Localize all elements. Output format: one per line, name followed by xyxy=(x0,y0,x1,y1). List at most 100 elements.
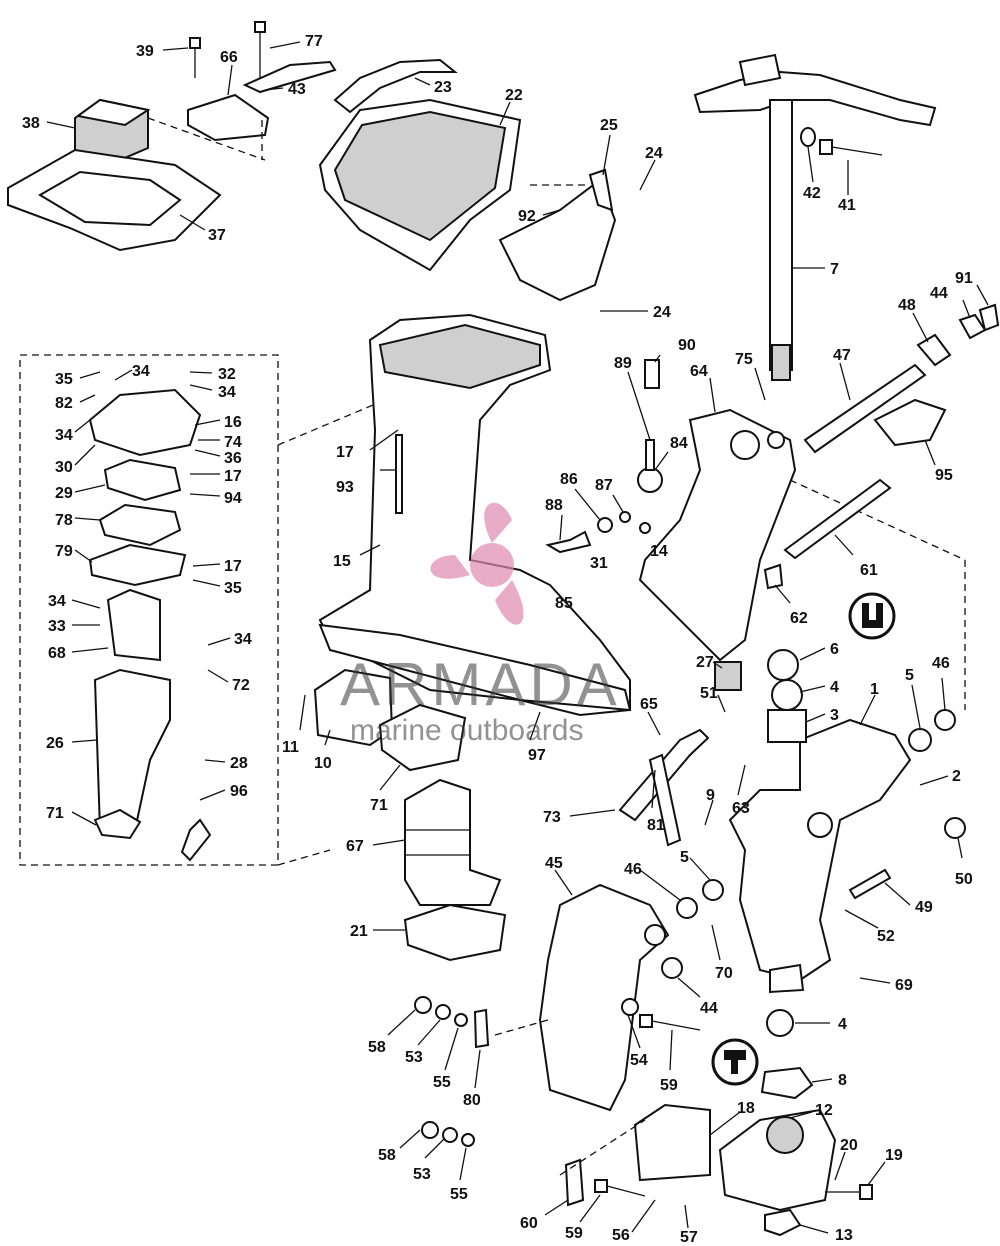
callout-27: 27 xyxy=(696,654,714,671)
gasket-21 xyxy=(403,903,507,962)
callout-34-b: 34 xyxy=(218,384,236,401)
callout-63: 63 xyxy=(732,800,750,817)
watermark-tagline: marine outboards xyxy=(350,714,583,747)
callout-52: 52 xyxy=(877,928,895,945)
callout-3: 3 xyxy=(830,707,839,724)
callout-88: 88 xyxy=(545,497,563,514)
callout-20: 20 xyxy=(840,1137,858,1154)
tube-67 xyxy=(404,778,502,906)
callout-96: 96 xyxy=(230,783,248,800)
spring-86 xyxy=(597,517,613,533)
callout-80: 80 xyxy=(463,1092,481,1109)
callout-24-bottom: 24 xyxy=(653,304,671,321)
washer-46 xyxy=(934,709,956,731)
callout-55-b: 55 xyxy=(450,1186,468,1203)
callout-labels: 39 66 77 43 38 37 23 22 25 24 92 24 42 4… xyxy=(22,33,973,1246)
strip-23 xyxy=(333,58,458,114)
callout-30: 30 xyxy=(55,459,73,476)
watermark: ARMADA marine outboards xyxy=(340,502,621,747)
bolt-59-upper xyxy=(639,1014,701,1031)
callout-72: 72 xyxy=(232,677,250,694)
callout-68: 68 xyxy=(48,645,66,662)
callout-15: 15 xyxy=(333,553,351,570)
hose-96 xyxy=(180,818,212,862)
bolt-19 xyxy=(825,1184,873,1200)
leader-lines xyxy=(46,41,989,1234)
bolts-top-left xyxy=(189,21,337,94)
bushing-5 xyxy=(908,728,932,752)
tilt-tube-47 xyxy=(803,303,1000,454)
nut-13 xyxy=(764,1208,802,1237)
callout-87: 87 xyxy=(595,477,613,494)
callout-65: 65 xyxy=(640,696,658,713)
callout-59-a: 59 xyxy=(660,1077,678,1094)
callout-69: 69 xyxy=(895,977,913,994)
sleeve-3 xyxy=(767,709,807,743)
callout-4-lower: 4 xyxy=(838,1016,847,1033)
callout-70: 70 xyxy=(715,965,733,982)
callout-95: 95 xyxy=(935,467,953,484)
callout-60: 60 xyxy=(520,1215,538,1232)
callout-89: 89 xyxy=(614,355,632,372)
callout-11: 11 xyxy=(282,739,299,756)
callout-31: 31 xyxy=(590,555,608,572)
plate-78 xyxy=(98,503,182,547)
callout-34-e: 34 xyxy=(234,631,252,648)
callout-7: 7 xyxy=(830,261,839,278)
bracket-95 xyxy=(873,398,947,447)
callout-44-top: 44 xyxy=(930,285,948,302)
callout-1: 1 xyxy=(870,681,879,698)
callout-53-a: 53 xyxy=(405,1049,423,1066)
callout-94: 94 xyxy=(224,490,242,507)
gasket-71 xyxy=(378,703,467,772)
callout-46: 46 xyxy=(932,655,950,672)
callout-46-lower: 46 xyxy=(624,861,642,878)
swivel-bracket-1 xyxy=(728,718,912,994)
tube-68 xyxy=(106,588,161,662)
callout-75: 75 xyxy=(735,351,753,368)
callout-50: 50 xyxy=(955,871,973,888)
callout-41: 41 xyxy=(838,197,856,214)
callout-4: 4 xyxy=(830,679,839,696)
callout-93: 93 xyxy=(336,479,354,496)
callout-5: 5 xyxy=(905,667,914,684)
watermark-brand: ARMADA xyxy=(340,651,621,718)
washer-6 xyxy=(767,649,799,681)
callout-23: 23 xyxy=(434,79,452,96)
gasket-71-inset xyxy=(93,808,142,840)
plate-60 xyxy=(564,1158,585,1207)
exhaust-housing-15 xyxy=(318,313,632,717)
plate-29 xyxy=(103,458,182,502)
callout-57: 57 xyxy=(680,1229,698,1246)
callout-61: 61 xyxy=(860,562,878,579)
pin-49 xyxy=(848,868,892,900)
callout-71: 71 xyxy=(370,797,388,814)
pack-38 xyxy=(74,98,151,162)
callout-56: 56 xyxy=(612,1227,630,1244)
stern-bracket-45 xyxy=(538,883,670,1112)
callout-92: 92 xyxy=(518,208,536,225)
valve-84 xyxy=(637,439,663,493)
adapter-30 xyxy=(88,388,202,457)
washer-54 xyxy=(621,998,639,1016)
lower-cowl-22 xyxy=(318,98,522,272)
callout-51: 51 xyxy=(700,685,718,702)
callout-22: 22 xyxy=(505,87,523,104)
bushing-4 xyxy=(771,679,803,711)
spring-62 xyxy=(763,563,784,590)
callout-81: 81 xyxy=(647,817,665,834)
callout-29: 29 xyxy=(55,485,73,502)
callout-90: 90 xyxy=(678,337,696,354)
bushing-50 xyxy=(944,817,966,839)
callout-62: 62 xyxy=(790,610,808,627)
callout-34-a: 34 xyxy=(132,363,150,380)
callout-97: 97 xyxy=(528,747,546,764)
callout-32: 32 xyxy=(218,366,236,383)
swivel-bracket-64 xyxy=(638,408,797,662)
callout-86: 86 xyxy=(560,471,578,488)
callout-19: 19 xyxy=(885,1147,903,1164)
rod-61 xyxy=(783,478,892,560)
callout-38: 38 xyxy=(22,115,40,132)
callout-58-a: 58 xyxy=(368,1039,386,1056)
